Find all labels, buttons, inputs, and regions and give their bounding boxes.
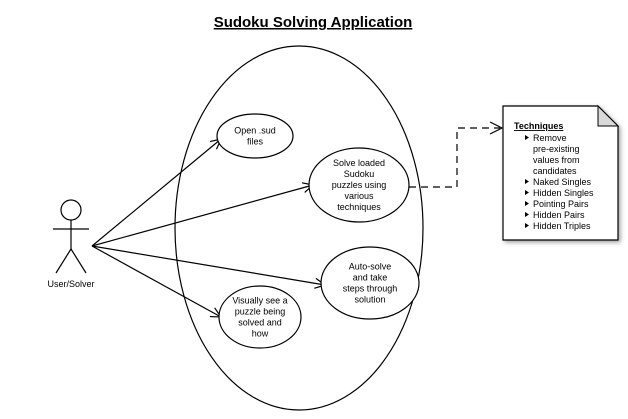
actor-head (60, 199, 82, 221)
use-case-label-line: solved and (238, 318, 282, 328)
use-case-label-line: puzzle being (235, 307, 286, 317)
technique-item: pre-existing (533, 144, 580, 154)
use-case-label-line: Sudoku (344, 169, 375, 179)
bullet-icon (525, 201, 529, 206)
use-case-label-line: steps through (343, 284, 398, 294)
technique-item: candidates (533, 166, 577, 176)
actor-left-leg (55, 248, 72, 274)
dependency-arrowhead (489, 121, 504, 135)
technique-item: Naked Singles (533, 177, 592, 187)
use-case-label-line: Visually see a (232, 296, 287, 306)
note-fold (597, 104, 620, 127)
use-case-label-line: Open .sud (234, 126, 276, 136)
system-boundary (174, 45, 424, 411)
diagram-title: Sudoku Solving Application (214, 14, 413, 31)
use-case-label-line: files (247, 137, 264, 147)
bullet-icon (525, 179, 529, 184)
association-line (91, 184, 314, 247)
use-case-label-line: Auto-solve (349, 262, 392, 272)
associations (91, 138, 327, 318)
actor-user-solver (53, 199, 89, 274)
use-case-label-line: techniques (337, 202, 381, 212)
bullet-icon (525, 190, 529, 195)
technique-item: Hidden Triples (533, 221, 591, 231)
technique-item: Remove (533, 133, 567, 143)
dashed-dependency-line (409, 127, 500, 188)
bullet-icon (525, 223, 529, 228)
bullet-icon (525, 212, 529, 217)
use-case-label-line: solution (354, 295, 385, 305)
use-case-label-line: Solve loaded (333, 158, 385, 168)
technique-item: Hidden Singles (533, 188, 594, 198)
bullet-icon (525, 135, 529, 140)
note-body (502, 105, 619, 241)
technique-item: values from (533, 155, 580, 165)
use-case-label-line: and take (353, 273, 388, 283)
use-case-label-line: puzzles using (332, 180, 387, 190)
technique-item: Pointing Pairs (533, 199, 589, 209)
association-line (91, 245, 222, 318)
use-case-label-line: how (252, 329, 269, 339)
use-case-label-line: various (344, 191, 374, 201)
technique-item: Hidden Pairs (533, 210, 585, 220)
association-line (91, 245, 326, 286)
association-line (91, 138, 222, 247)
note-title: Techniques (514, 121, 563, 131)
actor-right-leg (70, 248, 87, 274)
actor-label: User/Solver (47, 279, 94, 289)
